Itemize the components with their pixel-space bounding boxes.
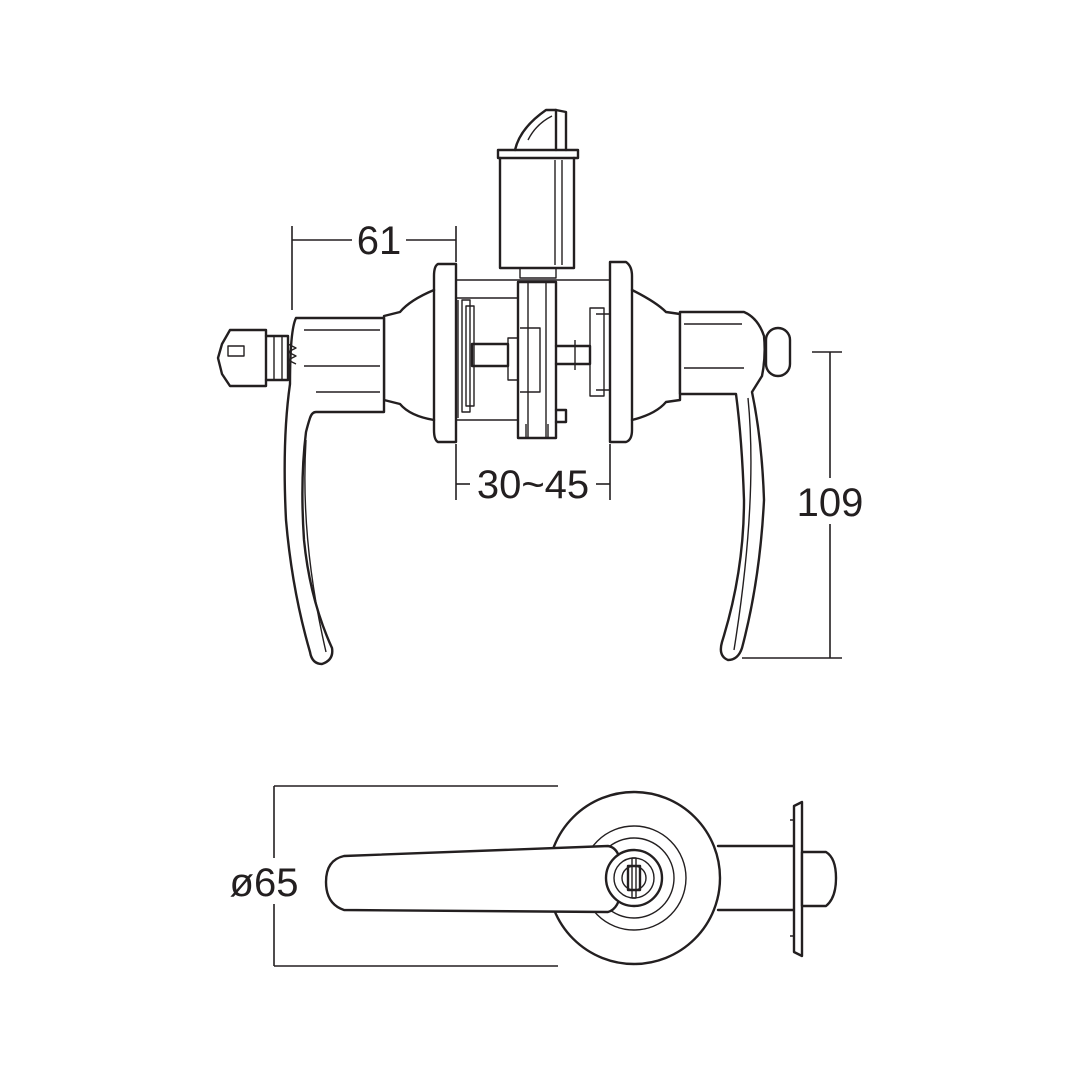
plan-view: ø65: [230, 785, 838, 967]
dimension-door-thickness-label: 30~45: [477, 463, 589, 507]
left-rose: [382, 262, 475, 444]
left-lever: [283, 316, 386, 666]
dimension-door-thickness: 30~45: [455, 444, 611, 507]
dimension-109: 109: [742, 351, 864, 659]
latch-tube: [716, 800, 838, 958]
dimension-61-label: 61: [357, 219, 402, 263]
front-elevation-view: 61 30~45 109: [216, 108, 864, 666]
dimension-diameter-label: ø65: [230, 861, 299, 905]
right-lever: [678, 310, 792, 662]
latch-chassis: [507, 280, 568, 440]
door-frame: [456, 279, 610, 421]
dimension-61: 61: [291, 219, 457, 310]
dimension-109-label: 109: [797, 481, 864, 525]
right-rose: [589, 260, 682, 444]
lever-top-view: [324, 844, 624, 914]
key: [216, 328, 297, 388]
dimension-diameter: ø65: [230, 785, 558, 967]
spindle: [470, 340, 592, 370]
key-cylinder-top: [604, 848, 664, 908]
latch-cylinder: [496, 108, 580, 279]
